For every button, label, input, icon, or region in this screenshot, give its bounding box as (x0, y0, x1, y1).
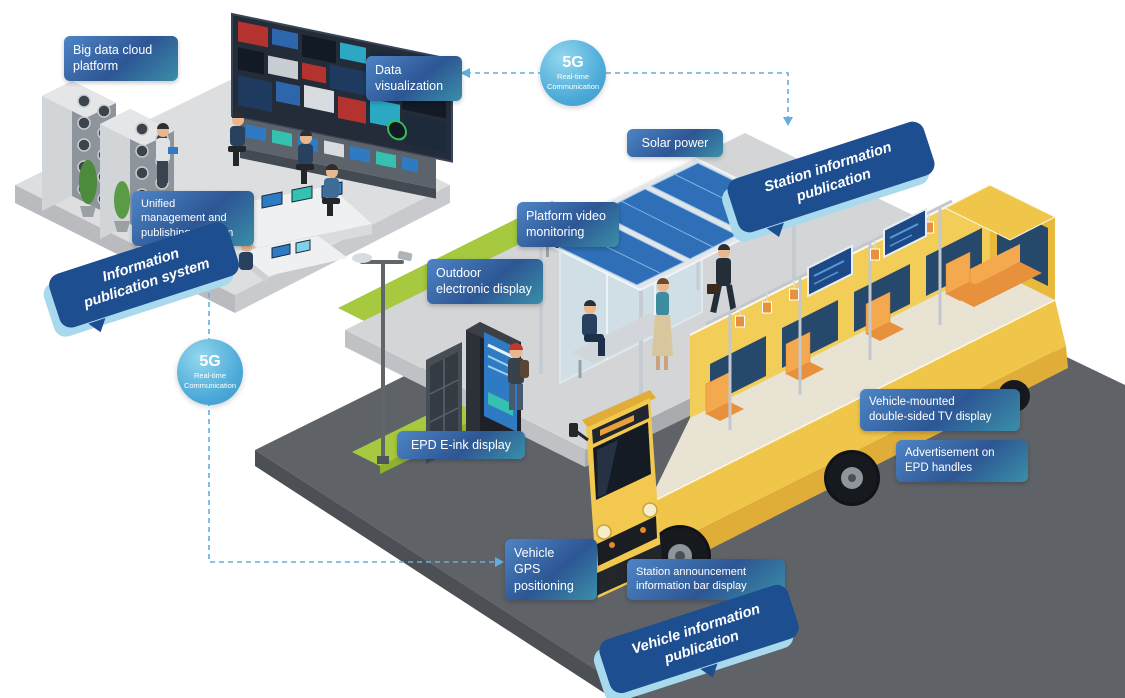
standing-woman (652, 278, 673, 370)
label-platform-video-monitoring: Platform video monitoring (517, 202, 619, 247)
control-console (240, 118, 436, 199)
street-lamp (352, 251, 413, 464)
label-vehicle-gps-positioning: Vehicle GPS positioning (505, 539, 597, 600)
badge-5g-line1: Real-time (556, 72, 590, 82)
badge-5g-line2: Communication (546, 82, 600, 92)
vehicle-tv-displays (807, 207, 927, 298)
label-vehicle-mounted-tv-display: Vehicle-mounted double-sided TV display (860, 389, 1020, 431)
badge-5g-top: 5G Real-time Communication (540, 40, 606, 106)
connector-lines (208, 72, 789, 563)
label-outdoor-electronic-display: Outdoor electronic display (427, 259, 543, 304)
walking-man (707, 244, 737, 314)
bus-front (569, 390, 662, 598)
badge-5g-line1: Real-time (193, 371, 227, 381)
badge-5g-line2: Communication (183, 381, 237, 391)
label-data-visualization: Data visualization (366, 56, 462, 101)
plants (79, 160, 130, 232)
label-solar-power: Solar power (627, 129, 723, 158)
label-station-announcement-information-bar: Station announcement information bar dis… (627, 559, 785, 600)
label-big-data-cloud-platform: Big data cloud platform (64, 36, 178, 81)
pedestrians (508, 244, 737, 410)
girl-red-beanie (508, 343, 529, 410)
bus-seats (705, 244, 1042, 421)
badge-5g-title: 5G (562, 54, 584, 72)
label-advertisement-epd-handles: Advertisement on EPD handles (896, 440, 1028, 482)
badge-5g-title: 5G (199, 353, 221, 371)
bus-interior-floor (648, 268, 1055, 504)
label-epd-eink-display: EPD E-ink display (397, 431, 525, 460)
connector-arrowheads (460, 68, 793, 567)
badge-5g-left: 5G Real-time Communication (177, 339, 243, 405)
sitting-man (582, 300, 605, 356)
